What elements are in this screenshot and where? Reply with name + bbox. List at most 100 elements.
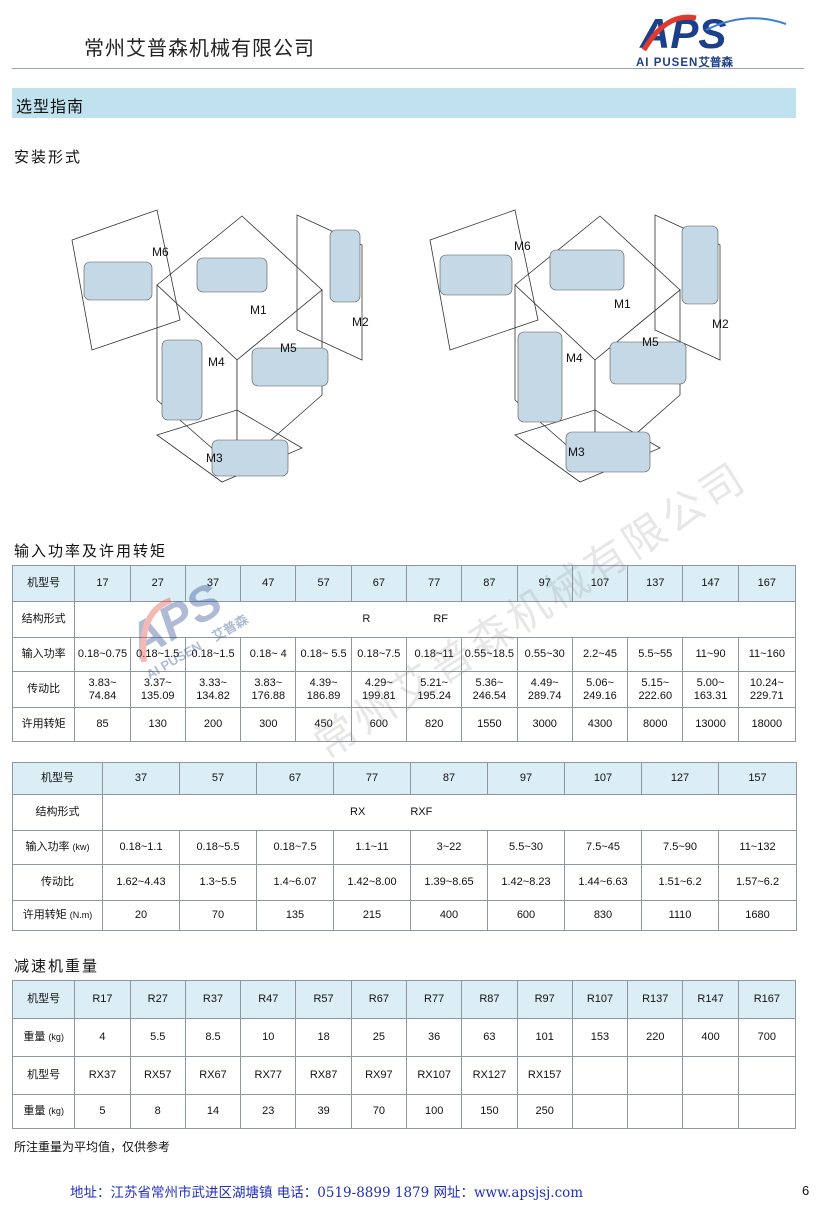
table-cell: 10 <box>240 1018 297 1057</box>
table-cell: 107 <box>571 565 629 602</box>
table-cell: RX67 <box>184 1056 242 1095</box>
table-cell: RX57 <box>129 1056 186 1095</box>
table-cell: 167 <box>737 565 797 602</box>
table-cell: R167 <box>737 980 797 1019</box>
ratio-min: 5.36~ <box>475 676 504 689</box>
table-cell: 11~90 <box>682 637 739 672</box>
mount-label-m6-right: M6 <box>514 239 531 253</box>
table-cell: 39 <box>295 1094 352 1129</box>
row-label-torque: 许用转矩 (N.m) <box>12 900 103 931</box>
ratio-max: 74.84 <box>88 689 117 702</box>
table-cell: 8.5 <box>184 1018 242 1057</box>
power-label: 输入功率 <box>25 841 70 853</box>
table-cell: 18000 <box>737 707 797 742</box>
table-row: 许用转矩 85 130 200 300 450 600 820 1550 300… <box>11 707 797 742</box>
table-cell: 10.24~229.71 <box>737 671 797 708</box>
company-name: 常州艾普森机械有限公司 <box>84 36 315 60</box>
table-cell: 450 <box>295 707 352 742</box>
ratio-max: 135.09 <box>140 689 175 702</box>
table-cell: 400 <box>682 1018 739 1057</box>
table-row: 结构形式 RX RXF <box>12 794 797 831</box>
table-cell: 600 <box>350 707 408 742</box>
mount-label-m2-right: M2 <box>712 317 729 331</box>
table-cell: 1110 <box>641 900 719 931</box>
table-cell: 3.33~134.82 <box>184 671 242 708</box>
table-cell: 4.29~199.81 <box>350 671 408 708</box>
table-cell: 5 <box>74 1094 131 1129</box>
mounting-diagram-right: M6 M1 M2 M4 M5 M3 <box>420 200 750 510</box>
row-label-weight-rx: 重量 (kg) <box>11 1094 76 1129</box>
table-cell: 63 <box>461 1018 518 1057</box>
mount-label-m4: M4 <box>208 355 225 369</box>
mount-label-m2: M2 <box>352 315 369 329</box>
table-cell: 1550 <box>461 707 518 742</box>
table-cell: 20 <box>102 900 180 931</box>
table-cell <box>737 1094 797 1129</box>
weight-table: 机型号 R17 R27 R37 R47 R57 R67 R77 R87 R97 … <box>11 980 797 1129</box>
table-cell: 77 <box>405 565 463 602</box>
table-cell: 153 <box>571 1018 629 1057</box>
ratio-min: 3.37~ <box>143 676 172 689</box>
table-cell <box>682 1094 739 1129</box>
table-cell: 3.37~135.09 <box>129 671 186 708</box>
table-cell: 11~132 <box>718 830 797 865</box>
table-cell: 11~160 <box>737 637 797 672</box>
ratio-max: 195.24 <box>417 689 451 702</box>
table-cell <box>571 1056 629 1095</box>
mounting-diagram-left: M6 M1 M2 M4 M5 M3 <box>62 200 392 510</box>
mount-label-m5-right: M5 <box>642 335 659 349</box>
table-cell: 1.1~11 <box>333 830 411 865</box>
table-cell: 100 <box>405 1094 463 1129</box>
table-cell: 7.5~45 <box>564 830 642 865</box>
ratio-max: 186.89 <box>306 689 341 702</box>
ratio-min: 5.21~ <box>420 676 449 689</box>
mount-label-m4-right: M4 <box>566 351 583 365</box>
section-title: 选型指南 <box>16 97 85 116</box>
row-label-structure: 结构形式 <box>11 601 76 638</box>
row-label-ratio: 传动比 <box>12 864 103 901</box>
row-label-model: 机型号 <box>12 762 103 795</box>
table-cell: 215 <box>333 900 411 931</box>
table-cell: 17 <box>74 565 131 602</box>
ratio-max: 134.82 <box>196 689 230 702</box>
table-cell: 37 <box>184 565 242 602</box>
table-cell: 0.18~1.5 <box>184 637 242 672</box>
ratio-min: 10.24~ <box>749 676 784 689</box>
table-cell: 830 <box>564 900 642 931</box>
table-cell: 0.18~1.5 <box>129 637 186 672</box>
ratio-min: 4.39~ <box>309 676 338 689</box>
table-cell: 135 <box>256 900 334 931</box>
table-cell: RX87 <box>295 1056 352 1095</box>
table-cell: RX77 <box>240 1056 297 1095</box>
table-cell: R77 <box>405 980 463 1019</box>
table-cell: 0.18~7.5 <box>350 637 408 672</box>
table-cell: 1.39~8.65 <box>410 864 488 901</box>
power-torque-heading: 输入功率及许用转矩 <box>14 542 168 560</box>
footer-contact: 地址：江苏省常州市武进区湖塘镇 电话：0519-8899 1879 网址：www… <box>70 1185 584 1201</box>
table-cell: 57 <box>295 565 352 602</box>
structure-r: R <box>362 613 371 625</box>
logo-chinese: 艾普森 <box>698 57 733 69</box>
table-cell: 0.18~11 <box>405 637 463 672</box>
table-cell: 137 <box>627 565 684 602</box>
row-label-power: 输入功率 (kw) <box>12 830 103 865</box>
table-row: 重量 (kg) 4 5.5 8.5 10 18 25 36 63 101 153… <box>11 1018 797 1057</box>
table-row: 机型号 17 27 37 47 57 67 77 87 97 107 137 1… <box>11 565 797 602</box>
table-cell: 700 <box>737 1018 797 1057</box>
table-cell: R37 <box>184 980 242 1019</box>
table-cell: 127 <box>641 762 719 795</box>
section-title-bar: 选型指南 <box>12 88 796 118</box>
table-cell: 3~22 <box>410 830 488 865</box>
ratio-max: 163.31 <box>693 689 728 702</box>
table-cell: 1.44~6.63 <box>564 864 642 901</box>
ratio-max: 222.60 <box>638 689 673 702</box>
rx-series-table: 机型号 37 57 67 77 87 97 107 127 157 结构形式 R… <box>12 762 797 931</box>
weight-unit: (kg) <box>48 1032 64 1042</box>
table-cell: 85 <box>74 707 131 742</box>
table-cell: 97 <box>516 565 573 602</box>
table-row: 重量 (kg) 5 8 14 23 39 70 100 150 250 <box>11 1094 797 1129</box>
table-cell: 1.51~6.2 <box>641 864 719 901</box>
table-cell: RX157 <box>516 1056 573 1095</box>
table-cell: 300 <box>240 707 297 742</box>
header-divider <box>12 68 804 69</box>
